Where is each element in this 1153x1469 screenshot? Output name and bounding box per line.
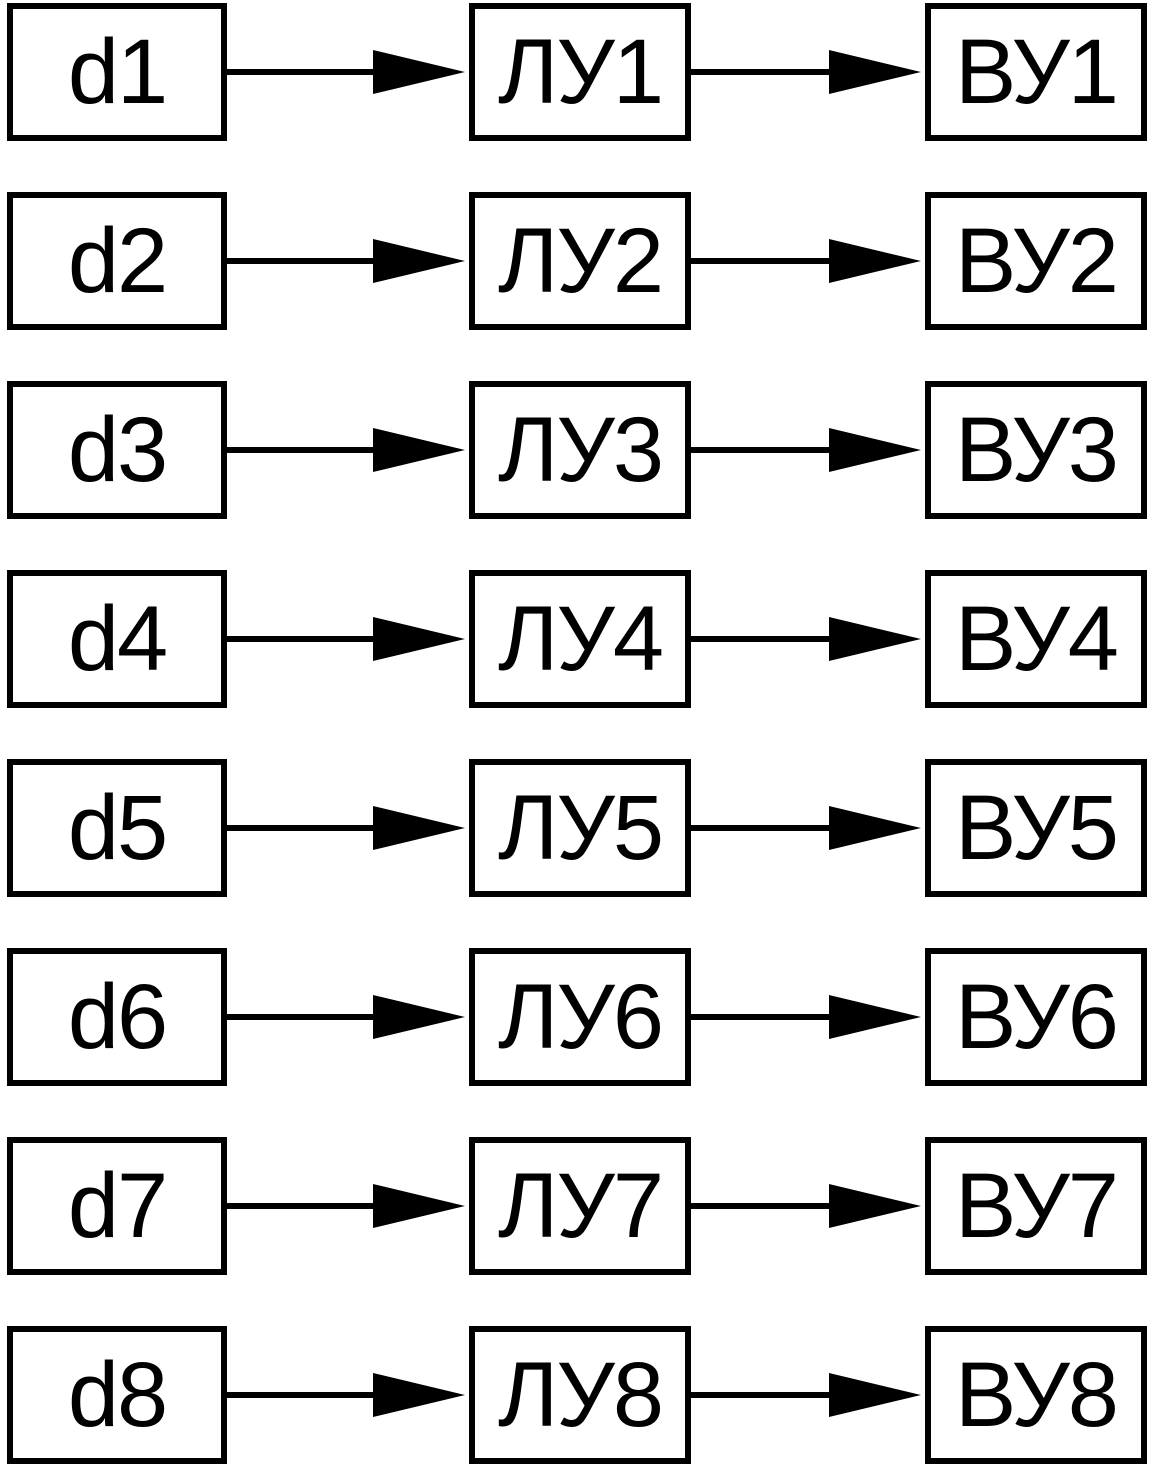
output-unit-block-5-label: ВУ5 (955, 777, 1119, 879)
logic-unit-block-1-label: ЛУ1 (498, 21, 664, 123)
arrow-lu6-to-vu6 (691, 995, 921, 1039)
output-unit-block-2: ВУ2 (925, 192, 1147, 330)
arrow-d4-to-lu4-head (373, 617, 465, 661)
arrow-d8-to-lu8 (227, 1373, 465, 1417)
arrow-lu6-to-vu6-head (829, 995, 921, 1039)
output-unit-block-6-label: ВУ6 (955, 966, 1119, 1068)
output-unit-block-2-label: ВУ2 (955, 210, 1119, 312)
arrow-d6-to-lu6-head (373, 995, 465, 1039)
logic-unit-block-3-label: ЛУ3 (498, 399, 664, 501)
arrow-d7-to-lu7 (227, 1184, 465, 1228)
logic-unit-block-8: ЛУ8 (469, 1326, 691, 1464)
arrow-lu2-to-vu2 (691, 239, 921, 283)
arrow-d2-to-lu2-head (373, 239, 465, 283)
logic-unit-block-2: ЛУ2 (469, 192, 691, 330)
arrow-lu7-to-vu7 (691, 1184, 921, 1228)
input-block-d3: d3 (7, 381, 227, 519)
input-block-d5-label: d5 (67, 777, 168, 879)
logic-unit-block-6-label: ЛУ6 (498, 966, 664, 1068)
output-unit-block-4-label: ВУ4 (955, 588, 1119, 690)
arrow-lu5-to-vu5 (691, 806, 921, 850)
logic-unit-block-2-label: ЛУ2 (498, 210, 664, 312)
output-unit-block-7: ВУ7 (925, 1137, 1147, 1275)
arrow-lu8-to-vu8-head (829, 1373, 921, 1417)
output-unit-block-4: ВУ4 (925, 570, 1147, 708)
logic-unit-block-5-label: ЛУ5 (498, 777, 664, 879)
input-block-d2-label: d2 (67, 210, 168, 312)
logic-unit-block-6: ЛУ6 (469, 948, 691, 1086)
input-block-d7: d7 (7, 1137, 227, 1275)
arrow-lu4-to-vu4 (691, 617, 921, 661)
input-block-d1: d1 (7, 3, 227, 141)
arrow-d8-to-lu8-head (373, 1373, 465, 1417)
arrow-lu1-to-vu1-head (829, 50, 921, 94)
arrow-lu3-to-vu3 (691, 428, 921, 472)
arrow-lu5-to-vu5-head (829, 806, 921, 850)
output-unit-block-3-label: ВУ3 (955, 399, 1119, 501)
logic-unit-block-1: ЛУ1 (469, 3, 691, 141)
arrow-d4-to-lu4 (227, 617, 465, 661)
arrow-d7-to-lu7-head (373, 1184, 465, 1228)
input-block-d7-label: d7 (67, 1155, 168, 1257)
input-block-d4-label: d4 (67, 588, 168, 690)
input-block-d5: d5 (7, 759, 227, 897)
input-block-d8-label: d8 (67, 1344, 168, 1446)
logic-unit-block-3: ЛУ3 (469, 381, 691, 519)
logic-unit-block-7: ЛУ7 (469, 1137, 691, 1275)
arrow-d6-to-lu6 (227, 995, 465, 1039)
arrow-d2-to-lu2 (227, 239, 465, 283)
output-unit-block-1: ВУ1 (925, 3, 1147, 141)
output-unit-block-6: ВУ6 (925, 948, 1147, 1086)
input-block-d2: d2 (7, 192, 227, 330)
input-block-d6-label: d6 (67, 966, 168, 1068)
arrow-lu3-to-vu3-head (829, 428, 921, 472)
output-unit-block-8-label: ВУ8 (955, 1344, 1119, 1446)
logic-unit-block-4-label: ЛУ4 (498, 588, 664, 690)
arrow-d3-to-lu3 (227, 428, 465, 472)
input-block-d4: d4 (7, 570, 227, 708)
output-unit-block-7-label: ВУ7 (955, 1155, 1119, 1257)
logic-unit-block-5: ЛУ5 (469, 759, 691, 897)
arrow-lu7-to-vu7-head (829, 1184, 921, 1228)
arrow-lu1-to-vu1 (691, 50, 921, 94)
input-block-d8: d8 (7, 1326, 227, 1464)
arrow-d5-to-lu5-head (373, 806, 465, 850)
arrow-d1-to-lu1 (227, 50, 465, 94)
input-block-d6: d6 (7, 948, 227, 1086)
arrow-lu2-to-vu2-head (829, 239, 921, 283)
arrow-lu8-to-vu8 (691, 1373, 921, 1417)
logic-unit-block-8-label: ЛУ8 (498, 1344, 664, 1446)
output-unit-block-3: ВУ3 (925, 381, 1147, 519)
output-unit-block-1-label: ВУ1 (955, 21, 1119, 123)
input-block-d3-label: d3 (67, 399, 168, 501)
output-unit-block-5: ВУ5 (925, 759, 1147, 897)
input-block-d1-label: d1 (67, 21, 168, 123)
arrow-lu4-to-vu4-head (829, 617, 921, 661)
logic-unit-block-4: ЛУ4 (469, 570, 691, 708)
output-unit-block-8: ВУ8 (925, 1326, 1147, 1464)
arrow-d1-to-lu1-head (373, 50, 465, 94)
arrow-d5-to-lu5 (227, 806, 465, 850)
logic-unit-block-7-label: ЛУ7 (498, 1155, 664, 1257)
arrow-d3-to-lu3-head (373, 428, 465, 472)
